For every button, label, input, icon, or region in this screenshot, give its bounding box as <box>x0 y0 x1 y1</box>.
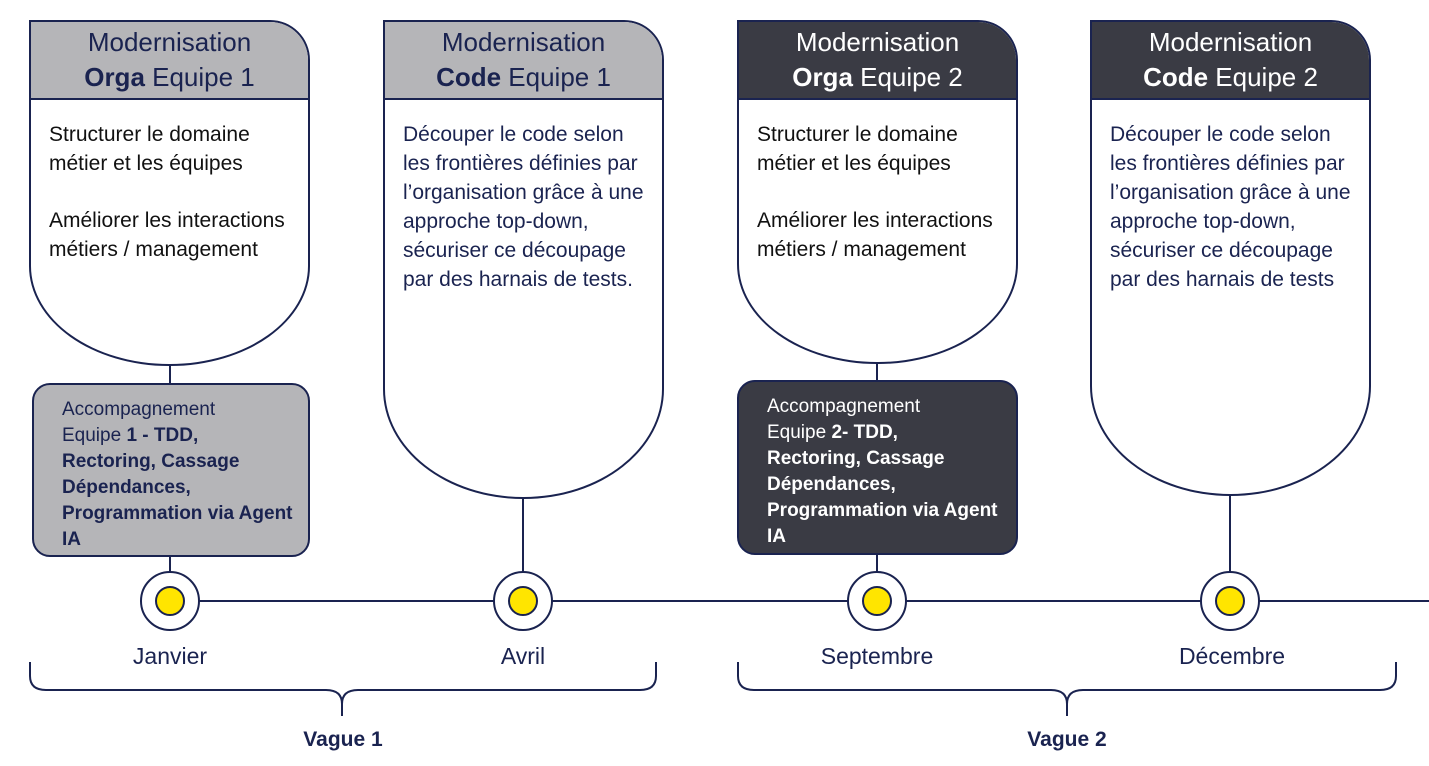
card-text-interactions: Améliorer les interactions métiers / man… <box>757 209 993 261</box>
card-orga-equipe-1: Modernisation Orga Equipe 1 Structurer l… <box>29 20 310 366</box>
card-code-equipe-1: Modernisation Code Equipe 1 Découper le … <box>383 20 664 499</box>
acc-team-label: Equipe <box>62 425 127 446</box>
month-label-decembre: Décembre <box>1178 643 1286 669</box>
accompagnement-equipe-2: Accompagnement Equipe 2- TDD, Rectoring,… <box>737 380 1018 555</box>
acc-title: Accompagnement <box>767 396 921 417</box>
acc-details: Rectoring, Cassage Dépendances, Programm… <box>767 448 998 547</box>
card-orga-equipe-2: Modernisation Orga Equipe 2 Structurer l… <box>737 20 1018 364</box>
card-header-line1: Modernisation <box>795 27 960 57</box>
card-header: Modernisation Orga Equipe 1 <box>31 22 308 100</box>
card-body: Découper le code selon les frontières dé… <box>385 100 662 294</box>
card-body: Structurer le domaine métier et les équi… <box>739 100 1016 264</box>
card-text-structure: Structurer le domaine métier et les équi… <box>49 123 250 175</box>
card-header-rest: Equipe 2 <box>1208 62 1318 92</box>
card-header: Modernisation Code Equipe 1 <box>385 22 662 100</box>
card-header-bold: Orga <box>84 62 145 92</box>
card-text-decoupage: Découper le code selon les frontières dé… <box>1110 123 1351 291</box>
card-header-rest: Equipe 1 <box>501 62 611 92</box>
milestone-avril <box>493 571 553 631</box>
acc-team-label: Equipe <box>767 422 832 443</box>
milestone-septembre <box>847 571 907 631</box>
acc-title: Accompagnement <box>62 399 216 420</box>
card-header-rest: Equipe 1 <box>144 62 255 92</box>
month-label-avril: Avril <box>500 643 546 669</box>
accompagnement-equipe-1: Accompagnement Equipe 1 - TDD, Rectoring… <box>32 383 310 557</box>
card-code-equipe-2: Modernisation Code Equipe 2 Découper le … <box>1090 20 1371 496</box>
card-text-decoupage: Découper le code selon les frontières dé… <box>403 123 644 291</box>
wave-label-2: Vague 2 <box>1027 728 1107 751</box>
brace-vague-2 <box>737 662 1397 716</box>
acc-details: Rectoring, Cassage Dépendances, Programm… <box>62 451 293 550</box>
milestone-decembre <box>1200 571 1260 631</box>
card-header: Modernisation Orga Equipe 2 <box>739 22 1016 100</box>
card-body: Structurer le domaine métier et les équi… <box>31 100 308 264</box>
card-text-structure: Structurer le domaine métier et les équi… <box>757 123 958 175</box>
card-header: Modernisation Code Equipe 2 <box>1092 22 1369 100</box>
card-header-bold: Code <box>1143 62 1209 92</box>
card-header-rest: Equipe 2 <box>852 62 963 92</box>
card-body: Découper le code selon les frontières dé… <box>1092 100 1369 294</box>
acc-team-topic: 2- TDD, <box>831 422 898 443</box>
card-text-interactions: Améliorer les interactions métiers / man… <box>49 209 285 261</box>
month-label-janvier: Janvier <box>132 643 208 669</box>
card-header-line1: Modernisation <box>441 27 606 57</box>
card-header-bold: Orga <box>792 62 853 92</box>
month-label-septembre: Septembre <box>820 643 934 669</box>
brace-vague-1 <box>29 662 657 716</box>
card-header-bold: Code <box>436 62 502 92</box>
card-header-line1: Modernisation <box>87 27 252 57</box>
card-header-line1: Modernisation <box>1148 27 1313 57</box>
acc-team-topic: 1 - TDD, <box>126 425 199 446</box>
wave-label-1: Vague 1 <box>303 728 383 751</box>
milestone-janvier <box>140 571 200 631</box>
